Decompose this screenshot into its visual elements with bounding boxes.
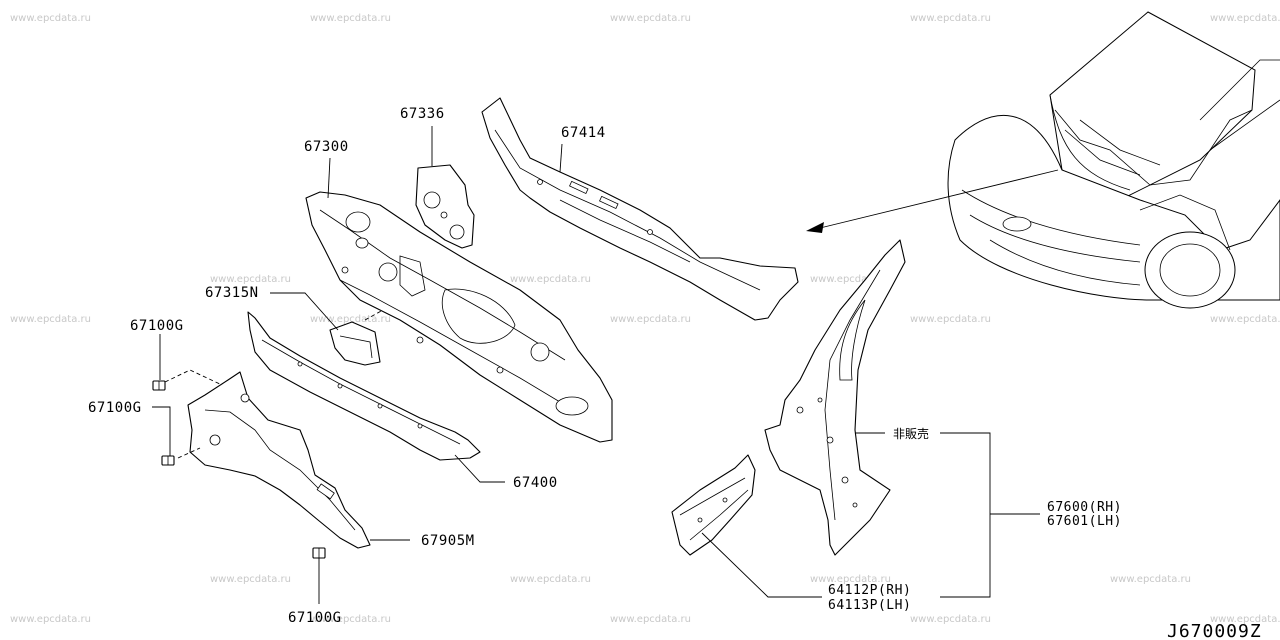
part-67400-drawing <box>247 311 481 461</box>
label-67100G: 67100G <box>288 610 342 626</box>
watermark: www.epcdata.ru <box>610 13 691 24</box>
label-67100G: 67100G <box>88 400 142 416</box>
watermark: www.epcdata.ru <box>210 574 291 585</box>
watermark: www.epcdata.ru <box>10 314 91 325</box>
pointer-arrow <box>806 169 1059 233</box>
watermark: www.epcdata.ru <box>610 614 691 625</box>
label-67315N: 67315N <box>205 285 259 301</box>
label-67414: 67414 <box>561 125 606 141</box>
watermark: www.epcdata.ru <box>310 314 391 325</box>
watermark: www.epcdata.ru <box>1110 574 1191 585</box>
part-67315N-guide <box>364 309 384 321</box>
watermark: www.epcdata.ru <box>910 614 991 625</box>
label-67400: 67400 <box>513 475 558 491</box>
label-67600-rh: 67600(RH) <box>1047 500 1122 515</box>
label-not-for-sale: 非販売 <box>893 426 929 441</box>
label-64112P-rh: 64112P(RH) <box>828 583 911 598</box>
watermark: www.epcdata.ru <box>10 614 91 625</box>
part-67300-drawing <box>305 191 613 443</box>
label-64113P-lh: 64113P(LH) <box>828 598 911 613</box>
watermark: www.epcdata.ru <box>910 314 991 325</box>
watermark: www.epcdata.ru <box>210 274 291 285</box>
watermark: www.epcdata.ru <box>610 314 691 325</box>
watermark: www.epcdata.ru <box>1210 614 1280 625</box>
watermark: www.epcdata.ru <box>1210 13 1280 24</box>
label-67601-lh: 67601(LH) <box>1047 514 1122 529</box>
watermark: www.epcdata.ru <box>810 574 891 585</box>
watermark: www.epcdata.ru <box>510 274 591 285</box>
watermark: www.epcdata.ru <box>910 13 991 24</box>
watermark: www.epcdata.ru <box>310 614 391 625</box>
part-67600-drawing <box>764 239 906 556</box>
part-67414-drawing <box>481 97 799 321</box>
watermark: www.epcdata.ru <box>10 13 91 24</box>
leader-lines <box>152 126 1040 604</box>
part-labels: 67336 67414 67300 67315N 67100G 67100G 6… <box>88 106 1262 640</box>
bolt-67100G-drawing <box>152 380 166 391</box>
label-67100G: 67100G <box>130 318 184 334</box>
part-67905M-drawing <box>187 371 371 549</box>
watermark: www.epcdata.ru <box>510 574 591 585</box>
part-64112P-drawing <box>671 454 756 556</box>
label-67905M: 67905M <box>421 533 475 549</box>
bolt-guide-upper <box>164 369 223 386</box>
watermark-layer: www.epcdata.ru www.epcdata.ru www.epcdat… <box>10 13 1280 625</box>
watermark: www.epcdata.ru <box>810 274 891 285</box>
car-overview-illustration <box>947 11 1280 309</box>
watermark: www.epcdata.ru <box>310 13 391 24</box>
label-67300: 67300 <box>304 139 349 155</box>
watermark: www.epcdata.ru <box>1210 314 1280 325</box>
bolt-67100G-drawing <box>312 547 326 559</box>
part-67315N-drawing <box>329 321 381 366</box>
label-67336: 67336 <box>400 106 445 122</box>
part-67336-drawing <box>415 164 475 249</box>
diagram-code: J670009Z <box>1167 621 1262 640</box>
bolt-67100G-drawing <box>161 455 175 466</box>
